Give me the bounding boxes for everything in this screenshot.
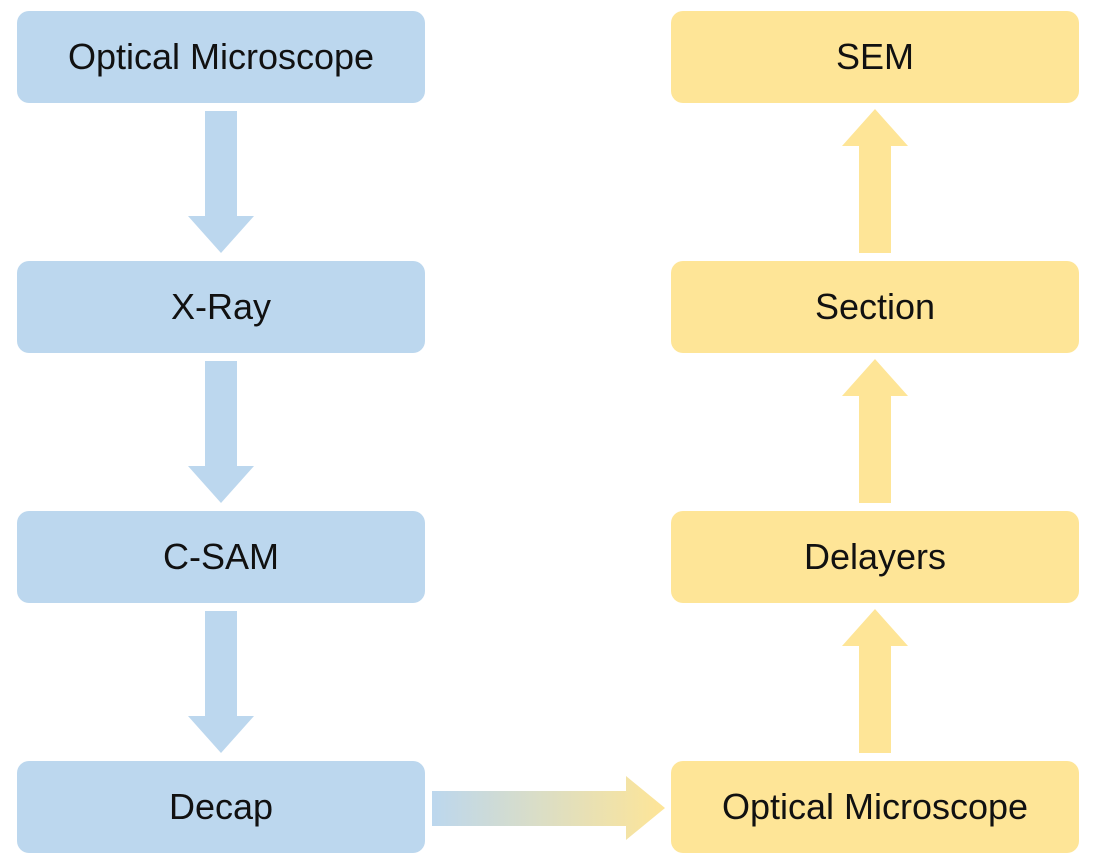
node-sem: SEM — [671, 11, 1079, 103]
arrow-up-3 — [842, 109, 908, 253]
node-label: Optical Microscope — [67, 36, 375, 77]
node-decap: Decap — [17, 761, 425, 853]
arrow-up-2 — [842, 359, 908, 503]
arrow-down-1 — [188, 111, 254, 253]
node-optical-microscope-left: Optical Microscope — [17, 11, 425, 103]
node-label: Optical Microscope — [721, 786, 1029, 827]
node-x-ray: X-Ray — [17, 261, 425, 353]
node-label: C-SAM — [163, 536, 279, 577]
node-label: Decap — [168, 786, 274, 827]
node-optical-microscope-right: Optical Microscope — [671, 761, 1079, 853]
node-label: SEM — [835, 36, 914, 77]
arrow-down-2 — [188, 361, 254, 503]
node-section: Section — [671, 261, 1079, 353]
node-label: Delayers — [803, 536, 947, 577]
node-c-sam: C-SAM — [17, 511, 425, 603]
node-label: Section — [814, 286, 936, 327]
arrow-up-1 — [842, 609, 908, 753]
node-label: X-Ray — [170, 286, 272, 327]
node-delayers: Delayers — [671, 511, 1079, 603]
arrow-down-3 — [188, 611, 254, 753]
arrow-right-transition — [432, 776, 665, 840]
